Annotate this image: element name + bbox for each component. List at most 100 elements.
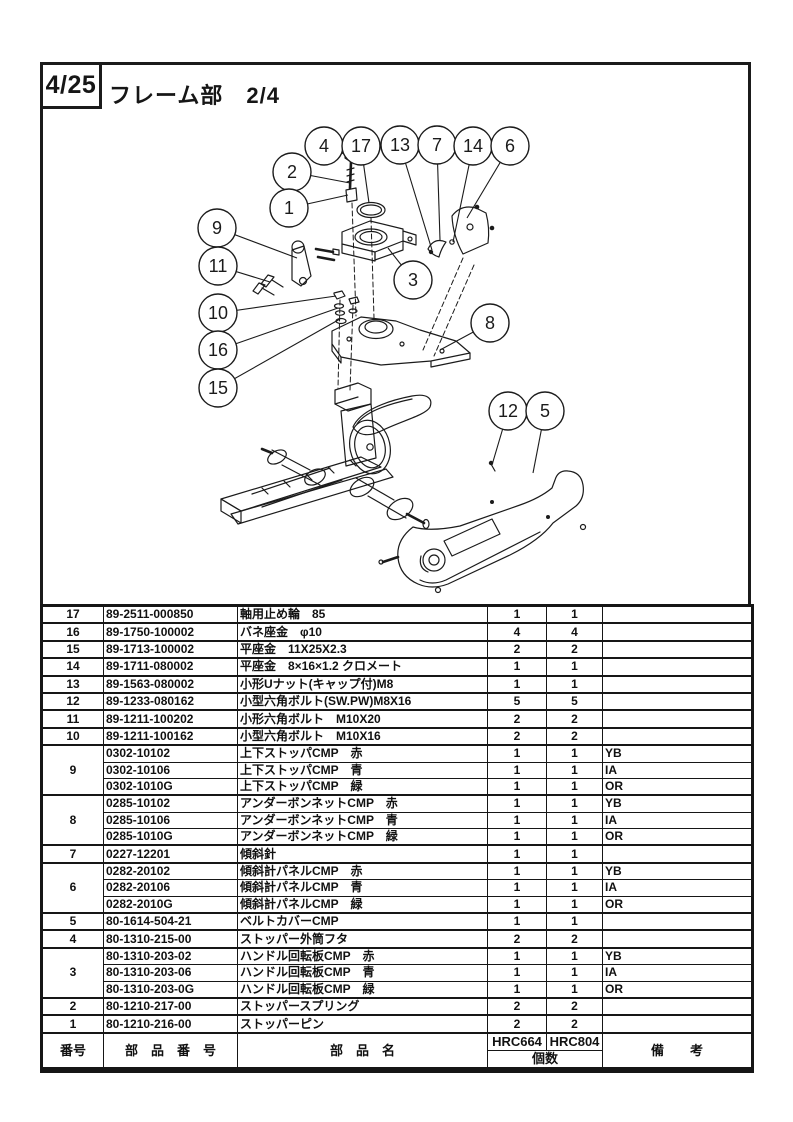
qty-hrc804: 2 xyxy=(546,1014,603,1034)
part-number: 0282-2010G xyxy=(103,895,238,914)
part-index: 12 xyxy=(41,691,104,711)
qty-hrc804: 1 xyxy=(546,946,603,966)
qty-hrc804: 1 xyxy=(546,811,603,830)
part-number: 89-1713-100002 xyxy=(103,639,238,659)
part-name: ハンドル回転板CMP 緑 xyxy=(237,980,488,999)
qty-hrc664: 1 xyxy=(487,980,547,999)
qty-hrc664: 2 xyxy=(487,709,547,729)
part-name: 小型六角ボルト M10X16 xyxy=(237,726,488,746)
qty-hrc664: 2 xyxy=(487,1014,547,1034)
header-part-name: 部 品 名 xyxy=(237,1031,488,1071)
part-index: 3 xyxy=(41,946,104,999)
qty-hrc804: 5 xyxy=(546,691,603,711)
qty-hrc804: 4 xyxy=(546,622,603,642)
part-number: 80-1210-216-00 xyxy=(103,1014,238,1034)
part-number: 89-1563-080002 xyxy=(103,674,238,694)
part-name: ベルトカバーCMP xyxy=(237,912,488,931)
part-name: 傾斜計パネルCMP 緑 xyxy=(237,895,488,914)
part-index: 7 xyxy=(41,844,104,864)
qty-hrc664: 1 xyxy=(487,946,547,966)
part-remark xyxy=(602,726,753,746)
part-number: 89-1233-080162 xyxy=(103,691,238,711)
qty-hrc664: 1 xyxy=(487,912,547,931)
qty-hrc664: 1 xyxy=(487,674,547,694)
qty-hrc804: 2 xyxy=(546,639,603,659)
part-remark xyxy=(602,691,753,711)
part-number: 89-1211-100162 xyxy=(103,726,238,746)
qty-hrc804: 1 xyxy=(546,912,603,931)
part-number: 0282-20106 xyxy=(103,879,238,897)
part-number: 80-1310-215-00 xyxy=(103,929,238,949)
qty-hrc804: 1 xyxy=(546,744,603,763)
qty-hrc664: 1 xyxy=(487,604,547,624)
page-number-box: 4/25 xyxy=(40,62,102,109)
header-model-hrc804: HRC804 xyxy=(546,1031,603,1051)
part-index: 13 xyxy=(41,674,104,694)
qty-hrc804: 1 xyxy=(546,604,603,624)
qty-hrc664: 1 xyxy=(487,744,547,763)
qty-hrc804: 1 xyxy=(546,964,603,982)
qty-hrc664: 1 xyxy=(487,879,547,897)
part-number: 0227-12201 xyxy=(103,844,238,864)
part-remark xyxy=(602,996,753,1016)
qty-hrc804: 2 xyxy=(546,996,603,1016)
part-index: 8 xyxy=(41,794,104,846)
part-name: ハンドル回転板CMP 青 xyxy=(237,964,488,982)
part-number: 89-1211-100202 xyxy=(103,709,238,729)
part-name: アンダーボンネットCMP 緑 xyxy=(237,828,488,846)
part-name: ストッパースプリング xyxy=(237,996,488,1016)
part-name: 傾斜計パネルCMP 赤 xyxy=(237,861,488,881)
qty-hrc664: 1 xyxy=(487,828,547,846)
part-remark: YB xyxy=(602,946,753,966)
part-number: 0282-20102 xyxy=(103,861,238,881)
part-index: 11 xyxy=(41,709,104,729)
part-number: 0285-1010G xyxy=(103,828,238,846)
qty-hrc804: 1 xyxy=(546,828,603,846)
part-name: 軸用止め輪 85 xyxy=(237,604,488,624)
part-remark xyxy=(602,622,753,642)
part-remark xyxy=(602,639,753,659)
part-name: 平座金 11X25X2.3 xyxy=(237,639,488,659)
part-index: 1 xyxy=(41,1014,104,1034)
part-index: 5 xyxy=(41,912,104,931)
qty-hrc664: 2 xyxy=(487,726,547,746)
part-number: 0302-10102 xyxy=(103,744,238,763)
page-number: 4/25 xyxy=(45,71,97,99)
part-name: 平座金 8×16×1.2 クロメート xyxy=(237,657,488,677)
part-remark: IA xyxy=(602,879,753,897)
part-index: 16 xyxy=(41,622,104,642)
part-number: 80-1310-203-02 xyxy=(103,946,238,966)
part-name: 上下ストッパCMP 青 xyxy=(237,761,488,779)
part-remark xyxy=(602,929,753,949)
part-remark: OR xyxy=(602,828,753,846)
header-no: 番号 xyxy=(41,1031,104,1071)
header-model-hrc664: HRC664 xyxy=(487,1031,547,1051)
part-remark xyxy=(602,912,753,931)
qty-hrc804: 1 xyxy=(546,879,603,897)
part-number: 80-1310-203-0G xyxy=(103,980,238,999)
qty-hrc664: 2 xyxy=(487,996,547,1016)
part-name: 上下ストッパCMP 緑 xyxy=(237,777,488,796)
part-remark xyxy=(602,604,753,624)
header-part-number: 部 品 番 号 xyxy=(103,1031,238,1071)
qty-hrc664: 2 xyxy=(487,639,547,659)
part-number: 0302-10106 xyxy=(103,761,238,779)
